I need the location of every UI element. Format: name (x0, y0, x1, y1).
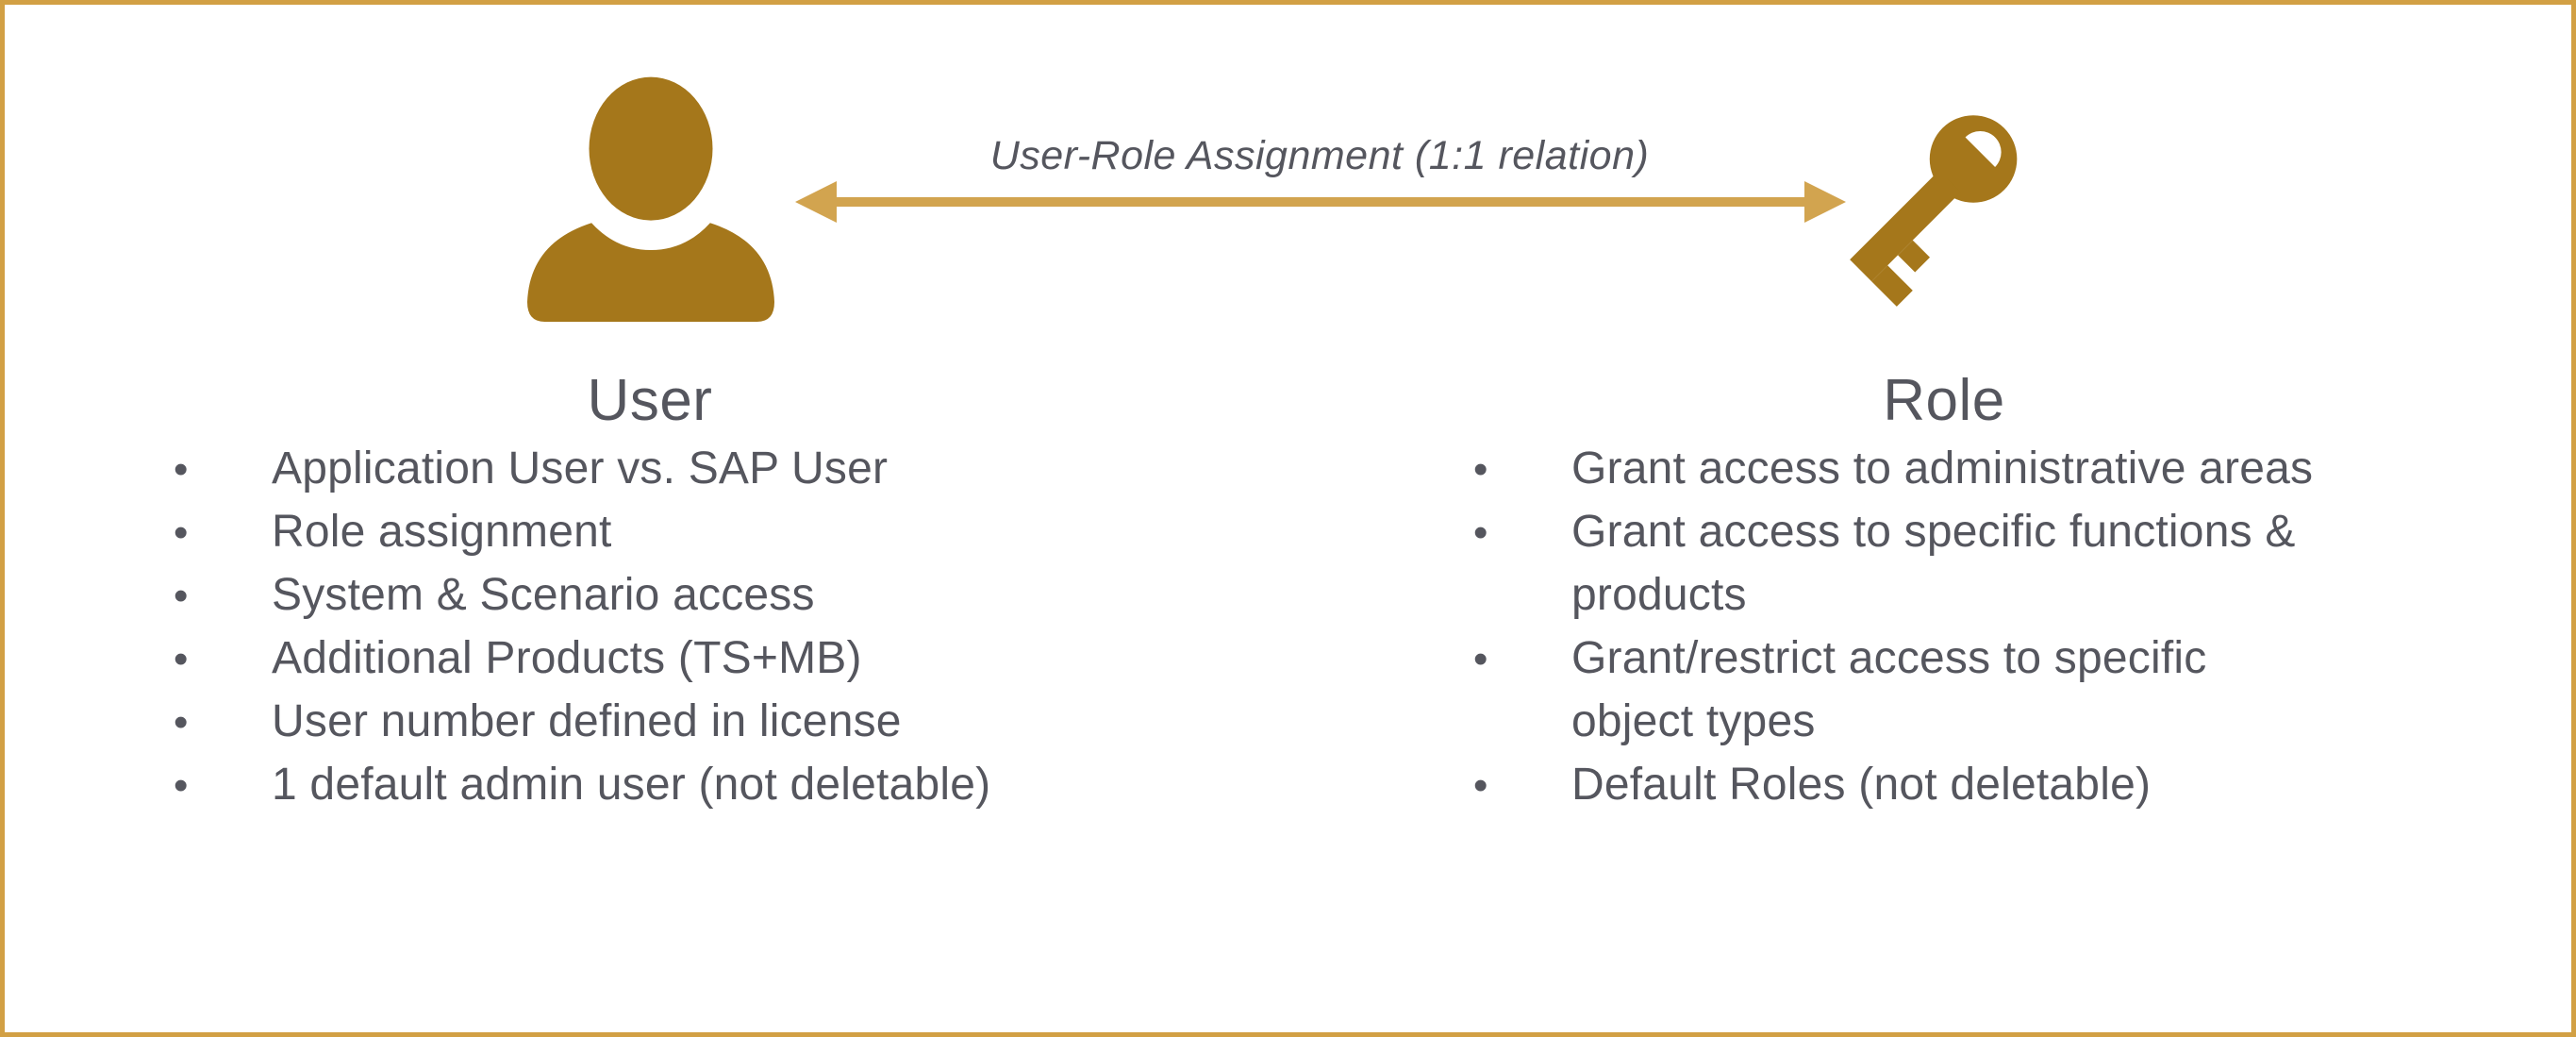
list-item-text: Grant/restrict access to specific object… (1571, 633, 2207, 746)
list-item: • Role assignment (174, 500, 1353, 563)
list-item-text: User number defined in license (272, 696, 902, 746)
list-item-text: Default Roles (not deletable) (1571, 760, 2152, 810)
bullet-icon: • (174, 510, 189, 556)
key-icon (1850, 115, 2018, 307)
bullet-icon: • (174, 762, 189, 809)
list-item: • Grant access to specific functions & pr… (1473, 500, 2530, 627)
role-feature-list: • Grant access to administrative areas • Gr… (1473, 437, 2530, 816)
bullet-icon: • (1473, 510, 1488, 556)
user-icon (527, 76, 774, 322)
list-item-text: Role assignment (272, 507, 612, 557)
bullet-icon: • (174, 636, 189, 682)
bullet-icon: • (1473, 636, 1488, 682)
bullet-icon: • (174, 573, 189, 619)
list-item: • User number defined in license (174, 690, 1353, 753)
connector-label: User-Role Assignment (1:1 relation) (989, 133, 1650, 178)
list-item: • 1 default admin user (not deletable) (174, 753, 1353, 816)
list-item-text: System & Scenario access (272, 570, 815, 620)
list-item: • Additional Products (TS+MB) (174, 627, 1353, 690)
list-item-text: 1 default admin user (not deletable) (272, 760, 991, 810)
list-item: • Grant access to administrative areas (1473, 437, 2530, 500)
list-item: • System & Scenario access (174, 563, 1353, 627)
list-item-text: Additional Products (TS+MB) (272, 633, 862, 683)
list-item-text: Application User vs. SAP User (272, 443, 889, 493)
bullet-icon: • (174, 699, 189, 745)
list-item: • Default Roles (not deletable) (1473, 753, 2530, 816)
list-item: • Application User vs. SAP User (174, 437, 1353, 500)
list-item-text: Grant access to administrative areas (1571, 443, 2314, 493)
user-feature-list: • Application User vs. SAP User • Role assi… (174, 437, 1353, 816)
bullet-icon: • (1473, 762, 1488, 809)
list-item-text: Grant access to specific functions & pro… (1571, 507, 2296, 620)
double-headed-arrow-icon (795, 181, 1846, 223)
list-item: • Grant/restrict access to specific objec… (1473, 627, 2530, 753)
bullet-icon: • (1473, 446, 1488, 493)
role-title: Role (1883, 368, 2005, 433)
user-title: User (587, 368, 713, 433)
bullet-icon: • (174, 446, 189, 493)
